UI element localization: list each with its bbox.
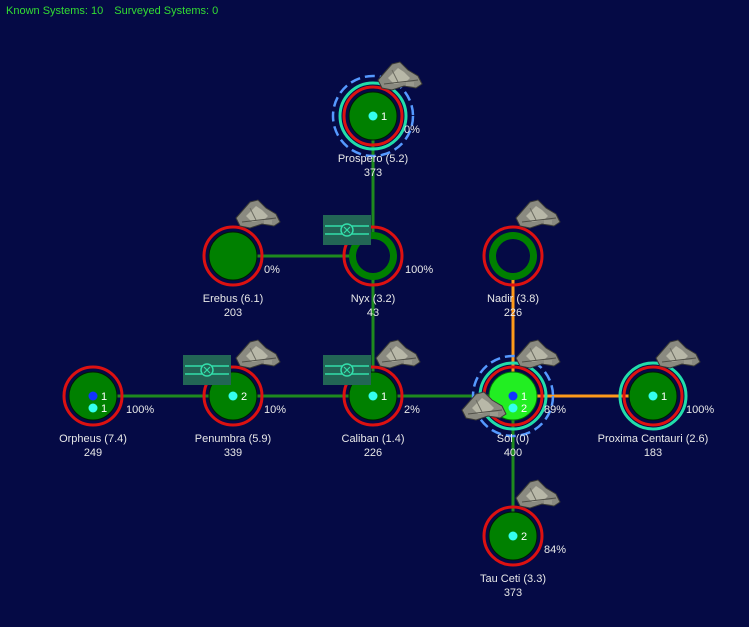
system-proxima-centauri[interactable]: 1 [618, 339, 701, 431]
fleet-count: 2 [521, 531, 527, 543]
fleet-count: 2 [521, 403, 527, 415]
system-percent: 0% [264, 264, 280, 276]
fleet-marker[interactable] [368, 391, 378, 401]
ship-icon[interactable] [515, 339, 561, 369]
system-name: Prospero (5.2) [337, 153, 409, 165]
system-percent: 10% [264, 404, 287, 416]
system-percent: 0% [404, 124, 420, 136]
known-systems-count: Known Systems: 10 [6, 5, 104, 17]
system-label-prospero[interactable]: Prospero (5.2) 373 [303, 152, 443, 180]
jump-gate-icon[interactable] [322, 354, 372, 386]
fleet-count: 2 [241, 391, 247, 403]
fleet-marker[interactable] [368, 111, 378, 121]
ship-icon[interactable] [515, 479, 561, 509]
system-population: 203 [223, 307, 243, 319]
fleet-count: 1 [101, 391, 107, 403]
system-population: 43 [366, 307, 380, 319]
system-name: Nadir (3.8) [487, 293, 539, 305]
jump-gate-icon[interactable] [182, 354, 232, 386]
system-erebus[interactable] [202, 199, 281, 287]
system-name: Orpheus (7.4) [59, 433, 127, 445]
system-population: 226 [363, 447, 383, 459]
system-label-sol[interactable]: Sol (0) 400 [443, 432, 583, 460]
system-population: 400 [503, 447, 523, 459]
fleet-marker[interactable] [508, 403, 518, 413]
system-population: 226 [503, 307, 523, 319]
system-prospero[interactable]: 1 [331, 61, 423, 158]
ship-icon[interactable] [235, 339, 281, 369]
system-name: Erebus (6.1) [202, 293, 264, 305]
fleet-marker[interactable] [508, 531, 518, 541]
system-label-penumbra[interactable]: Penumbra (5.9) 339 [163, 432, 303, 460]
system-label-tau-ceti[interactable]: Tau Ceti (3.3) 373 [443, 572, 583, 600]
system-name: Proxima Centauri (2.6) [597, 433, 709, 445]
system-label-proxima-centauri[interactable]: Proxima Centauri (2.6) 183 [583, 432, 723, 460]
system-percent: 100% [126, 404, 155, 416]
system-label-nyx[interactable]: Nyx (3.2) 43 [303, 292, 443, 320]
system-nadir[interactable] [482, 199, 561, 287]
jump-gate-icon[interactable] [322, 214, 372, 246]
system-nyx[interactable] [322, 214, 404, 287]
system-percent: 100% [405, 264, 434, 276]
system-percent: 2% [404, 404, 420, 416]
fleet-marker[interactable] [508, 391, 518, 401]
system-name: Penumbra (5.9) [194, 433, 272, 445]
system-percent: 89% [544, 404, 567, 416]
fleet-count: 1 [381, 391, 387, 403]
ship-icon[interactable] [235, 199, 281, 229]
system-caliban[interactable]: 1 [322, 339, 421, 427]
system-penumbra[interactable]: 2 [182, 339, 281, 427]
system-name: Sol (0) [496, 433, 530, 445]
system-population: 339 [223, 447, 243, 459]
fleet-marker[interactable] [88, 391, 98, 401]
status-header: Known Systems: 10 Surveyed Systems: 0 [6, 5, 226, 17]
ship-icon[interactable] [515, 199, 561, 229]
system-percent: 100% [686, 404, 715, 416]
fleet-marker[interactable] [88, 403, 98, 413]
system-label-nadir[interactable]: Nadir (3.8) 226 [443, 292, 583, 320]
system-name: Tau Ceti (3.3) [479, 573, 547, 585]
system-name: Caliban (1.4) [341, 433, 405, 445]
system-tau-ceti[interactable]: 2 [482, 479, 561, 567]
system-population: 183 [643, 447, 663, 459]
system-label-erebus[interactable]: Erebus (6.1) 203 [163, 292, 303, 320]
fleet-count: 1 [521, 391, 527, 403]
system-population: 373 [503, 587, 523, 599]
fleet-marker[interactable] [648, 391, 658, 401]
surveyed-systems-count: Surveyed Systems: 0 [114, 5, 219, 17]
system-orpheus[interactable]: 1 1 [62, 365, 124, 427]
system-population: 249 [83, 447, 103, 459]
fleet-count: 1 [101, 403, 107, 415]
ship-icon[interactable] [377, 61, 423, 91]
system-label-caliban[interactable]: Caliban (1.4) 226 [303, 432, 443, 460]
system-percent: 84% [544, 544, 567, 556]
system-label-orpheus[interactable]: Orpheus (7.4) 249 [23, 432, 163, 460]
fleet-count: 1 [661, 391, 667, 403]
ship-icon[interactable] [655, 339, 701, 369]
fleet-count: 1 [381, 111, 387, 123]
system-sol[interactable]: 1 2 [461, 339, 561, 438]
fleet-marker[interactable] [228, 391, 238, 401]
system-name: Nyx (3.2) [350, 293, 396, 305]
ship-icon[interactable] [375, 339, 421, 369]
system-population: 373 [363, 167, 383, 179]
